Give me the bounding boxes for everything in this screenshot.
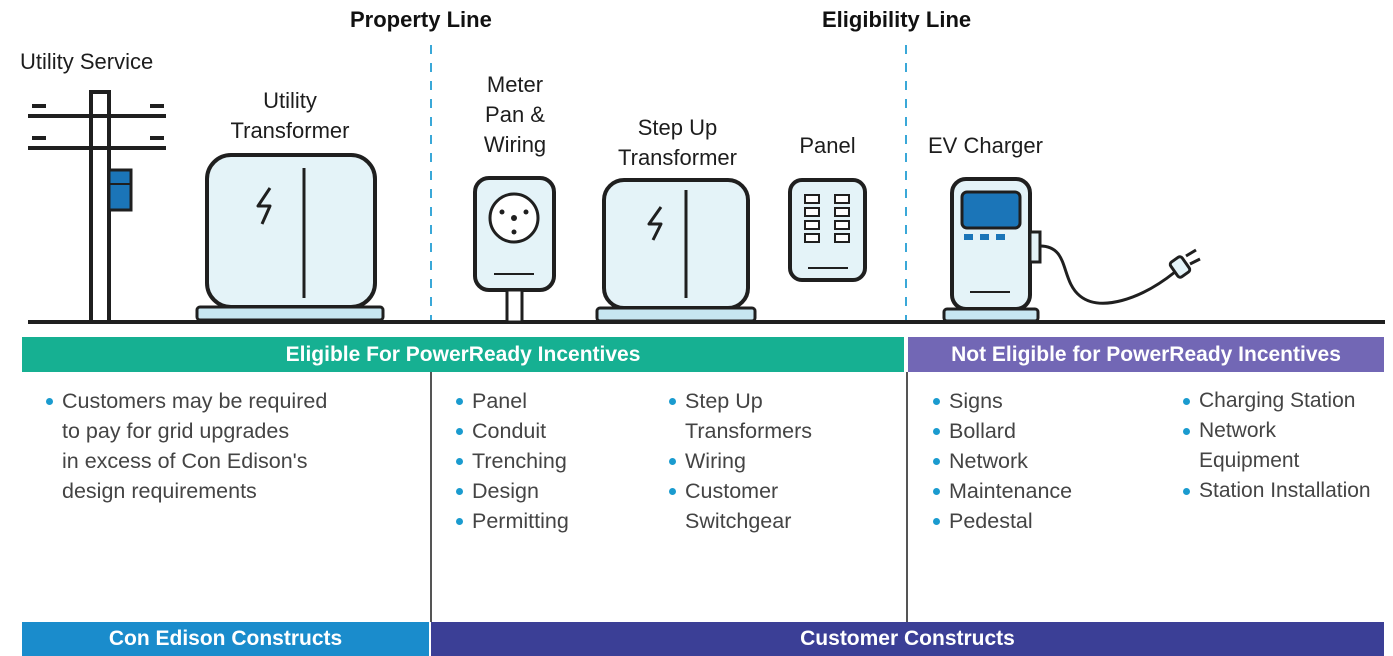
list-item: Network [931, 446, 1072, 476]
eligible-list-col2: Step Up Transformers Wiring Customer Swi… [667, 386, 812, 536]
list-item-line: Station Installation [1199, 479, 1371, 502]
utility-transformer-icon [195, 153, 385, 322]
step-up-transformer-icon [595, 178, 757, 323]
equipment-illustration [28, 45, 1385, 324]
list-item-line: Switchgear [685, 509, 792, 533]
list-item: Customer Switchgear [667, 476, 812, 536]
list-item: Charging Station [1181, 386, 1371, 416]
list-item-line: Step Up [685, 389, 763, 413]
list-item-line: Equipment [1199, 449, 1300, 472]
list-item-line: Customers may be required [62, 389, 328, 413]
panel-label: Panel [799, 133, 856, 158]
list-item-line: in excess of Con Edison's [62, 449, 308, 473]
step-up-transformer-label: Step Up Transformer [590, 113, 765, 173]
list-item: Trenching [454, 446, 569, 476]
utility-service-label: Utility Service [20, 49, 154, 74]
list-item-line: Transformers [685, 419, 813, 443]
eligible-list-col1: Panel Conduit Trenching Design Permittin… [454, 386, 569, 536]
list-item-line: to pay for grid upgrades [62, 419, 290, 443]
step-up-transformer-label-line: Transformer [618, 145, 737, 170]
list-item-line: Wiring [685, 449, 746, 473]
list-item-line: Customer [685, 479, 779, 503]
con-edison-band: Con Edison Constructs [22, 622, 429, 656]
eligible-band: Eligible For PowerReady Incentives [22, 337, 904, 372]
list-item: Permitting [454, 506, 569, 536]
list-item: Bollard [931, 416, 1072, 446]
ev-charger-icon [942, 177, 1201, 323]
list-item: Step Up Transformers [667, 386, 812, 446]
customer-band: Customer Constructs [431, 622, 1384, 656]
not-eligible-list-col1: Signs Bollard Network Maintenance Pedest… [931, 386, 1072, 536]
list-item: Signs [931, 386, 1072, 416]
ev-charger-label: EV Charger [928, 133, 1043, 158]
property-line-label: Property Line [350, 7, 492, 32]
list-item: Conduit [454, 416, 569, 446]
meter-pan-icon [473, 176, 556, 324]
column-divider [906, 372, 908, 622]
utility-transformer-label: Utility Transformer [200, 86, 380, 146]
utility-transformer-label-line: Utility [263, 88, 317, 113]
list-item: Design [454, 476, 569, 506]
utility-pole-icon [28, 90, 166, 324]
list-item: Customers may be required to pay for gri… [44, 386, 327, 506]
column-divider [430, 372, 432, 622]
con-edison-note: Customers may be required to pay for gri… [44, 386, 327, 506]
eligibility-line-label: Eligibility Line [822, 7, 972, 32]
meter-pan-label: Meter Pan & Wiring [460, 70, 570, 160]
not-eligible-band: Not Eligible for PowerReady Incentives [908, 337, 1384, 372]
utility-transformer-label-line: Transformer [230, 118, 350, 143]
list-item: Pedestal [931, 506, 1072, 536]
plug-icon [1168, 248, 1201, 279]
charger-cable [1039, 244, 1176, 305]
list-item-line: Network [1199, 419, 1277, 442]
list-item-line: Charging Station [1199, 389, 1356, 412]
not-eligible-list-col2: Charging Station Network Equipment Stati… [1181, 386, 1371, 506]
list-item: Maintenance [931, 476, 1072, 506]
list-item: Station Installation [1181, 476, 1371, 506]
meter-pan-label-line: Meter [486, 72, 544, 97]
lightning-bolt-icon [256, 187, 272, 225]
panel-breaker-icon [788, 178, 867, 282]
meter-pan-label-line: Pan & [485, 102, 545, 127]
list-item: Wiring [667, 446, 812, 476]
list-item-line: design requirements [62, 479, 257, 503]
list-item: Panel [454, 386, 569, 416]
list-item: Network Equipment [1181, 416, 1371, 476]
step-up-transformer-label-line: Step Up [637, 115, 718, 140]
meter-pan-label-line: Wiring [483, 132, 547, 157]
